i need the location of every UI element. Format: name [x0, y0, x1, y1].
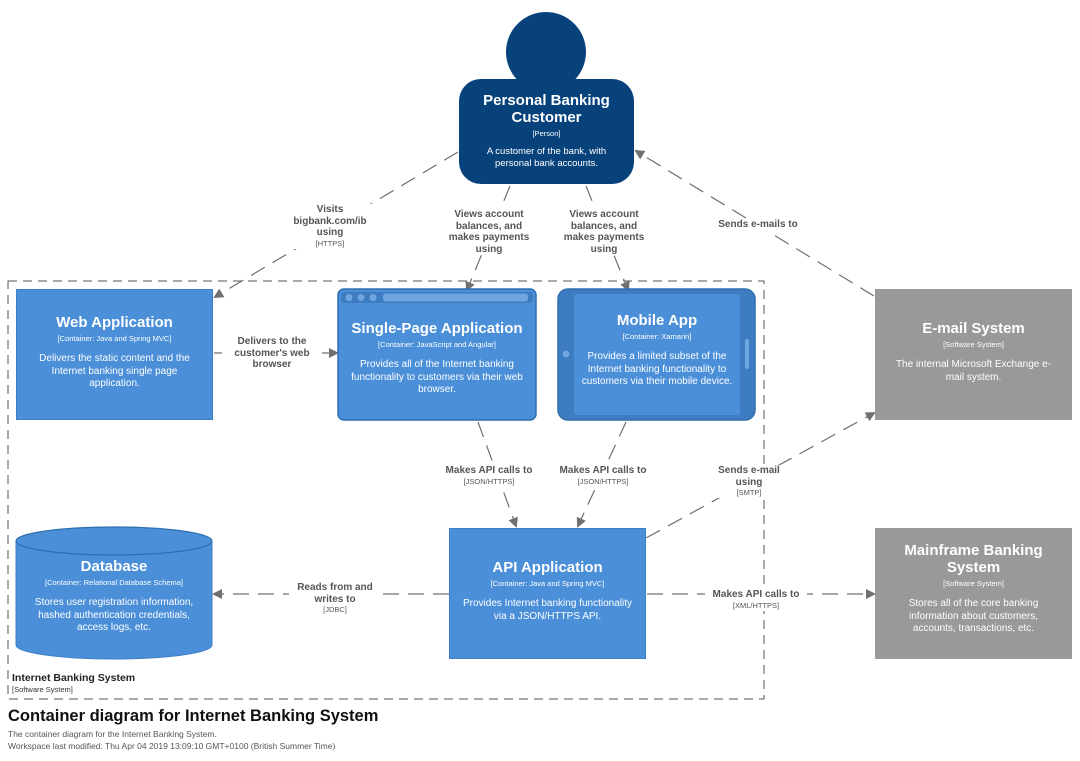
spa-name: Single-Page Application: [351, 320, 523, 337]
label-sends-emails: Sends e-mails to: [703, 219, 813, 231]
system-mainframe-banking[interactable]: Mainframe Banking System [Software Syste…: [875, 528, 1072, 659]
email-description: The internal Microsoft Exchange e-mail s…: [895, 359, 1052, 383]
email-name: E-mail System: [922, 320, 1025, 337]
system-email[interactable]: E-mail System [Software System] The inte…: [875, 289, 1072, 420]
label-mobile-api: Makes API calls to [JSON/HTTPS]: [553, 465, 653, 487]
boundary-title: Internet Banking System: [12, 672, 136, 684]
spa-type: [Container: JavaScript and Angular]: [378, 340, 496, 349]
web-app-name: Web Application: [56, 314, 173, 331]
mainframe-name: Mainframe Banking System: [904, 542, 1043, 576]
api-description: Provides Internet banking functionality …: [463, 598, 632, 622]
label-spa-api: Makes API calls to [JSON/HTTPS]: [439, 465, 539, 487]
label-mobile-api-tech: [JSON/HTTPS]: [577, 476, 629, 486]
mainframe-description: Stores all of the core banking informati…: [908, 598, 1039, 634]
label-spa-api-tech: [JSON/HTTPS]: [463, 476, 515, 486]
diagram-title: Container diagram for Internet Banking S…: [8, 707, 379, 725]
label-views-mobile: Views account balances, and makes paymen…: [555, 209, 653, 255]
spa-browser-frame: [337, 288, 537, 421]
person-shape: [459, 12, 634, 184]
person-type: [Person]: [532, 129, 561, 138]
mobile-device-frame: [557, 288, 756, 421]
web-app-type: [Container: Java and Spring MVC]: [57, 334, 172, 343]
label-send-email-text: Sends e-mail using: [718, 465, 780, 488]
email-type: [Software System]: [943, 340, 1004, 349]
label-visits: Visits bigbank.com/ib using [HTTPS]: [286, 204, 374, 249]
database-type: [Container: Relational Database Schema]: [45, 578, 183, 587]
label-visits-text: Visits bigbank.com/ib using: [293, 204, 367, 238]
api-type: [Container: Java and Spring MVC]: [490, 579, 605, 588]
container-api-application[interactable]: API Application [Container: Java and Spr…: [449, 528, 646, 659]
database-cylinder: [15, 526, 213, 660]
container-mobile-app[interactable]: Mobile App [Container: Xamarin] Provides…: [574, 294, 740, 414]
label-mobile-api-text: Makes API calls to: [559, 465, 647, 476]
label-reads: Reads from and writes to [JDBC]: [289, 582, 381, 615]
container-database[interactable]: Database [Container: Relational Database…: [16, 558, 212, 653]
mobile-type: [Container: Xamarin]: [622, 332, 692, 341]
label-reads-text: Reads from and writes to: [297, 582, 373, 605]
mobile-description: Provides a limited subset of the Interne…: [581, 351, 733, 387]
container-web-application[interactable]: Web Application [Container: Java and Spr…: [16, 289, 213, 420]
label-delivers-text: Delivers to the customer's web browser: [234, 336, 310, 370]
spa-description: Provides all of the Internet banking fun…: [351, 359, 523, 395]
api-name: API Application: [492, 559, 603, 576]
label-views-spa: Views account balances, and makes paymen…: [440, 209, 538, 255]
label-delivers: Delivers to the customer's web browser: [222, 336, 322, 371]
edge-visits: [213, 151, 459, 299]
database-description: Stores user registration information, ha…: [34, 597, 194, 633]
person-description: A customer of the bank, with personal ba…: [486, 146, 607, 169]
mainframe-type: [Software System]: [943, 579, 1004, 588]
container-single-page-application[interactable]: Single-Page Application [Container: Java…: [339, 310, 535, 418]
label-spa-api-text: Makes API calls to: [445, 465, 533, 476]
label-send-email: Sends e-mail using [SMTP]: [717, 465, 781, 498]
label-mainframe-api-text: Makes API calls to: [712, 589, 800, 600]
person-personal-banking-customer[interactable]: Personal Banking Customer [Person] A cus…: [465, 92, 628, 182]
label-mainframe-api: Makes API calls to [XML/HTTPS]: [705, 589, 807, 611]
web-app-description: Delivers the static content and the Inte…: [39, 353, 190, 389]
label-visits-tech: [HTTPS]: [315, 238, 345, 248]
label-views-mobile-text: Views account balances, and makes paymen…: [563, 209, 645, 255]
person-name: Personal Banking Customer: [483, 92, 610, 126]
label-send-email-tech: [SMTP]: [736, 488, 762, 497]
label-mainframe-api-tech: [XML/HTTPS]: [732, 600, 780, 610]
label-views-spa-text: Views account balances, and makes paymen…: [448, 209, 530, 255]
label-reads-tech: [JDBC]: [323, 605, 347, 614]
database-name: Database: [80, 558, 148, 575]
mobile-name: Mobile App: [616, 312, 698, 329]
diagram-description: The container diagram for the Internet B…: [8, 729, 217, 739]
diagram-last-modified: Workspace last modified: Thu Apr 04 2019…: [8, 741, 336, 751]
boundary-subtitle: [Software System]: [12, 685, 73, 694]
label-sends-emails-text: Sends e-mails to: [718, 219, 798, 230]
